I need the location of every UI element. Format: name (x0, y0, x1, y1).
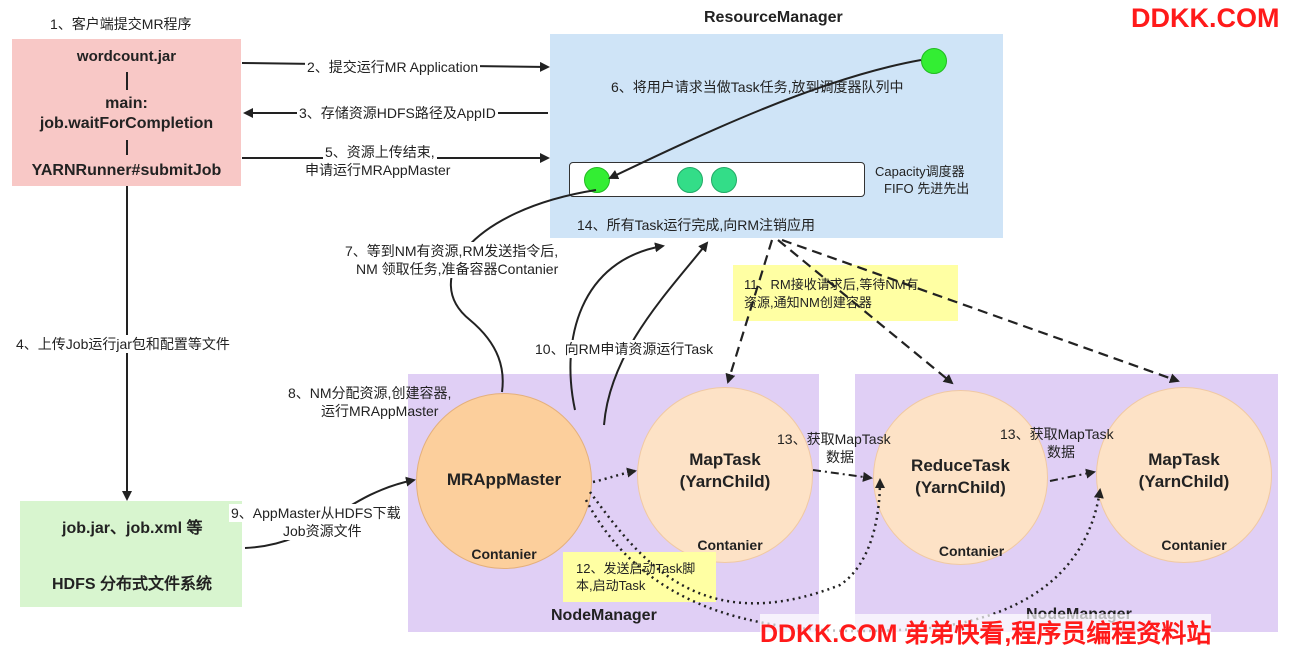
step-11-label-1: 11、RM接收请求后,等待NM有 (744, 277, 919, 292)
step-3-label: 3、存储资源HDFS路径及AppID (297, 104, 498, 122)
scheduler-label-1: Capacity调度器 (875, 164, 965, 179)
maptask-2-name-1: MapTask (1148, 450, 1220, 469)
step-5-label-2: 申请运行MRAppMaster (303, 161, 453, 179)
hdfs-system: HDFS 分布式文件系统 (52, 576, 213, 593)
maptask-2-container-label: Contanier (1161, 537, 1227, 553)
step-12-label-1: 12、发送启动Task脚 (576, 561, 696, 576)
step-7-label-2: NM 领取任务,准备容器Contanier (354, 260, 561, 278)
step-13a-label-1: 13、获取MapTask (777, 431, 891, 447)
step-13b-label-2: 数据 (1047, 444, 1075, 460)
watermark-bottom: DDKK.COM 弟弟快看,程序员编程资料站 (760, 614, 1212, 650)
step-14-label: 14、所有Task运行完成,向RM注销应用 (577, 217, 816, 233)
step-6-label: 6、将用户请求当做Task任务,放到调度器队列中 (611, 79, 904, 95)
reducetask-container-label: Contanier (938, 543, 1005, 559)
step-11-label-2: 资源,通知NM创建容器 (744, 295, 872, 310)
step-1-label: 1、客户端提交MR程序 (50, 16, 192, 32)
scheduler-label-2: FIFO 先进先出 (884, 181, 970, 196)
step-8-label-1: 8、NM分配资源,创建容器, (288, 385, 452, 401)
client-main: main: (105, 95, 148, 112)
step-7-label-1: 7、等到NM有资源,RM发送指令后, (343, 242, 561, 260)
maptask-1-container (637, 387, 813, 563)
node-manager-1-title: NodeManager (551, 607, 657, 624)
note-step-11 (733, 265, 958, 321)
step-13a-label-2: 数据 (826, 449, 854, 465)
step-9-label-2: Job资源文件 (281, 522, 364, 540)
maptask-1-name-1: MapTask (689, 450, 761, 469)
step-10-label: 10、向RM申请资源运行Task (533, 340, 716, 358)
maptask-1-name-2: (YarnChild) (679, 472, 771, 491)
reducetask-name-1: ReduceTask (911, 456, 1010, 475)
queue-task-dot-green (584, 167, 610, 193)
mrappmaster-container (416, 393, 592, 569)
step-5-label-1: 5、资源上传结束, (323, 143, 437, 161)
client-wait: job.waitForCompletion (39, 115, 214, 132)
maptask-2-name-2: (YarnChild) (1138, 472, 1230, 491)
resource-manager-title: ResourceManager (704, 9, 843, 26)
reducetask-container (873, 390, 1048, 565)
queue-task-dot-1 (677, 167, 703, 193)
hdfs-box (20, 501, 242, 607)
mrappmaster-container-label: Contanier (471, 546, 537, 562)
queue-task-dot-2 (711, 167, 737, 193)
mrappmaster-name: MRAppMaster (446, 470, 562, 489)
reducetask-name-2: (YarnChild) (915, 478, 1006, 497)
client-runner: YARNRunner#submitJob (31, 162, 222, 179)
client-box (12, 39, 241, 186)
note-step-12 (563, 552, 716, 602)
step-12-label-2: 本,启动Task (576, 578, 646, 593)
client-jar: wordcount.jar (76, 48, 177, 65)
watermark-top: DDKK.COM (1131, 3, 1280, 33)
step-9-label-1: 9、AppMaster从HDFS下载 (229, 504, 403, 522)
step-2-label: 2、提交运行MR Application (305, 58, 481, 76)
step-8-label-2: 运行MRAppMaster (321, 403, 439, 419)
step-13b-label-1: 13、获取MapTask (1000, 426, 1114, 442)
new-task-dot (921, 48, 947, 74)
step-4-label: 4、上传Job运行jar包和配置等文件 (14, 335, 232, 353)
maptask-1-container-label: Contanier (697, 537, 763, 553)
maptask-2-container (1096, 387, 1272, 563)
hdfs-files: job.jar、job.xml 等 (62, 520, 203, 537)
